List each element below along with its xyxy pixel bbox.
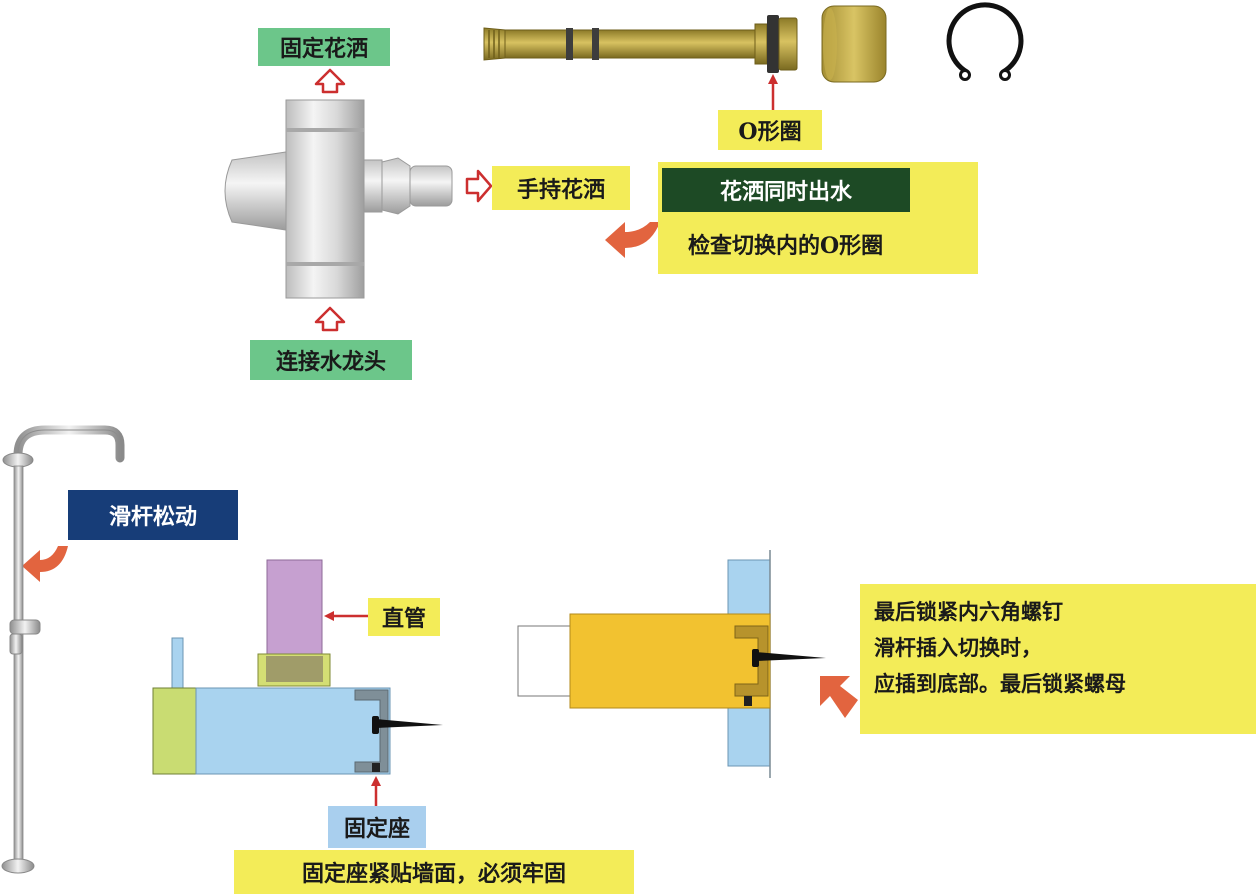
- fixed-seat-section: [152, 559, 443, 775]
- wall-mount-section: [517, 550, 826, 778]
- note-line-1: 最后锁紧内六角螺钉: [874, 599, 1063, 624]
- note-lock-screw: 最后锁紧内六角螺钉 滑杆插入切换时， 应插到底部。最后锁紧螺母: [860, 584, 1256, 734]
- label-straight-pipe: 直管: [368, 598, 440, 636]
- arrow-o-ring: [768, 74, 778, 110]
- diverter-valve: [224, 99, 453, 299]
- label-hand-shower: 手持花洒: [492, 166, 630, 210]
- note-line-3: 应插到底部。最后锁紧螺母: [874, 671, 1126, 696]
- brass-cap: [821, 5, 887, 83]
- note-line-2: 滑杆插入切换时，: [874, 635, 1042, 660]
- label-o-ring: O形圈: [718, 110, 822, 150]
- label-fixed-shower: 固定花洒: [258, 28, 390, 66]
- curved-arrow-rod: [22, 546, 68, 582]
- label-connect-faucet: 连接水龙头: [250, 340, 412, 380]
- shower-rail: [1, 425, 125, 874]
- arrow-fixed-seat: [371, 776, 381, 808]
- arrow-up-fixed-shower: [314, 68, 346, 94]
- label-seat-tight: 固定座紧贴墙面，必须牢固: [234, 850, 634, 894]
- curved-arrow-note: [820, 676, 858, 718]
- label-fixed-seat: 固定座: [328, 806, 426, 848]
- curved-arrow-check: [605, 222, 660, 258]
- arrow-right-hand-shower: [465, 169, 493, 203]
- arrow-straight-pipe: [324, 611, 368, 621]
- label-both-water: 花洒同时出水: [662, 168, 910, 212]
- cartridge-stem: [483, 15, 798, 73]
- label-rod-loose: 滑杆松动: [68, 490, 238, 540]
- label-check-o-ring: 检查切换内的O形圈: [688, 233, 884, 259]
- circlip: [946, 2, 1024, 81]
- arrow-up-faucet: [314, 306, 346, 332]
